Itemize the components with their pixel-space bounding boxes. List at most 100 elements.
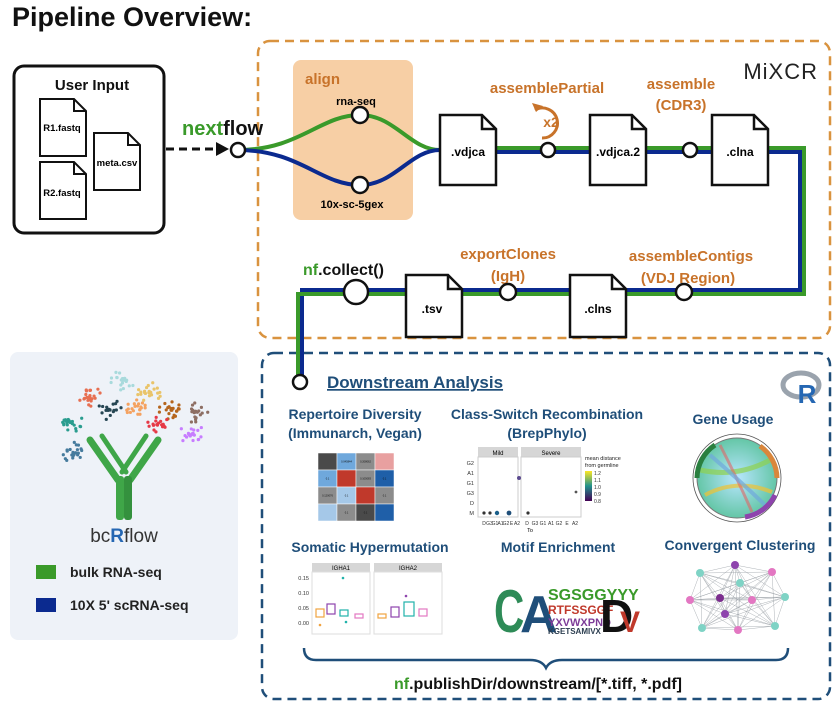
cloud-dot	[163, 425, 167, 429]
panel-title-diversity: Repertoire Diversity	[288, 406, 421, 422]
mixcr-region	[256, 39, 832, 340]
file-label-r2: R2.fastq	[43, 188, 81, 199]
csr-legend-tick: 0.8	[594, 499, 601, 505]
file-icon-meta	[93, 132, 141, 191]
cloud-dot	[140, 401, 145, 405]
cloud-dot	[143, 403, 147, 407]
network-node	[781, 593, 789, 601]
cloud-dot	[104, 417, 108, 422]
page-title: Pipeline Overview:	[12, 2, 253, 32]
cloud-dot	[179, 427, 183, 431]
csr-xtick: A2	[514, 521, 520, 527]
user-input-title: User Input	[55, 77, 129, 94]
step-assemblepartial: assemblePartial	[490, 80, 604, 97]
cloud-dot	[114, 370, 118, 374]
cloud-dot	[152, 428, 156, 432]
csr-xtick: G3	[486, 521, 493, 527]
csr-legend-tick: 0.9	[594, 492, 601, 498]
cloud-dot	[114, 402, 118, 406]
cloud-dot	[84, 392, 88, 397]
node-collect	[342, 278, 370, 306]
node-downstream	[291, 373, 309, 391]
file-vdjca2-label: .vdjca.2	[596, 145, 640, 159]
cloud-dot	[149, 393, 154, 397]
svg-text:IGHA1: IGHA1	[332, 566, 351, 572]
heatmap-cell-label: 0.1	[383, 494, 387, 498]
cloud-dot	[191, 438, 195, 443]
cloud-dot	[117, 371, 122, 375]
csr-xtick: A1	[497, 521, 503, 527]
cloud-dot	[98, 391, 102, 395]
shm-ytick: 0.10	[298, 591, 309, 597]
cloud-dot	[131, 409, 136, 413]
cloud-dot	[167, 412, 171, 416]
file-label-meta: meta.csv	[97, 158, 138, 169]
step-assemblecontigs: assembleContigs	[629, 248, 753, 265]
legend-label-10x: 10X 5' scRNA-seq	[70, 597, 189, 613]
bcrflow-logo-art: bcRflow	[61, 370, 210, 547]
legend-swatch-bulk	[36, 565, 56, 579]
cloud-dot	[188, 434, 192, 438]
panel-title-motif: Motif Enrichment	[501, 539, 616, 555]
clustering-network	[686, 561, 789, 634]
cloud-dot	[78, 425, 83, 429]
nextflow-logo: nextflow	[182, 118, 264, 140]
csr-legend-tick: 1.1	[594, 478, 601, 484]
legend-item-bulk: bulk RNA-seq	[36, 564, 162, 580]
loop-icon	[534, 106, 559, 140]
csr-xtick: A1	[548, 521, 554, 527]
svg-text:mean distance: mean distance	[585, 456, 621, 462]
file-clna	[710, 113, 770, 187]
cloud-dot	[87, 403, 91, 407]
step-assemblecontigs-sub: (VDJ Region)	[641, 270, 735, 287]
panel-title-gene-usage: Gene Usage	[693, 411, 774, 427]
shm-ytick: 0.05	[298, 606, 309, 612]
cloud-dot	[74, 427, 78, 431]
cloud-dot	[72, 440, 76, 444]
csr-xtick: G1	[492, 521, 499, 527]
csr-ytick: A1	[467, 471, 474, 477]
cloud-dot	[165, 417, 169, 422]
network-node	[696, 569, 704, 577]
cloud-dot	[68, 447, 72, 452]
cloud-dot	[171, 406, 175, 410]
cloud-dot	[119, 406, 123, 410]
cloud-dot	[84, 388, 88, 392]
cloud-dot	[105, 405, 109, 409]
cloud-dot	[72, 452, 76, 457]
mixcr-logo: MiXCR	[743, 59, 818, 84]
svg-text:Mild: Mild	[492, 451, 503, 457]
legend-panel: bcRflow bulk RNA-seq 10X 5' scRNA-seq	[10, 352, 238, 640]
cloud-dot	[66, 417, 70, 422]
cloud-dot	[157, 410, 162, 414]
cloud-dot	[107, 407, 111, 412]
network-node	[768, 568, 776, 576]
cloud-dot	[97, 404, 101, 408]
csr-xtick: G2	[556, 521, 563, 527]
step-assemble-sub: (CDR3)	[656, 97, 707, 114]
cloud-dot	[155, 386, 159, 390]
cloud-dot	[76, 451, 80, 455]
cloud-dot	[109, 380, 113, 385]
csr-legend-tick: 1.0	[594, 485, 601, 491]
cloud-dot	[166, 406, 170, 410]
cloud-dot	[75, 448, 80, 452]
csr-ytick: G1	[467, 481, 474, 487]
cloud-dot	[151, 423, 156, 427]
cloud-dot	[199, 405, 204, 409]
file-clna-label: .clna	[726, 145, 754, 159]
shm-ytick: 0.15	[298, 576, 309, 582]
cloud-dot	[193, 415, 197, 419]
cloud-dot	[177, 403, 181, 407]
cloud-dot	[96, 387, 100, 391]
cloud-dot	[135, 398, 139, 402]
shm-ytick: 0.00	[298, 621, 309, 627]
cloud-dot	[70, 419, 74, 424]
cloud-dot	[115, 399, 119, 403]
file-icon-r1	[39, 98, 87, 157]
file-clns	[568, 273, 628, 339]
file-label-r1: R1.fastq	[43, 123, 81, 134]
network-node	[686, 596, 694, 604]
svg-text:C: C	[494, 578, 524, 645]
